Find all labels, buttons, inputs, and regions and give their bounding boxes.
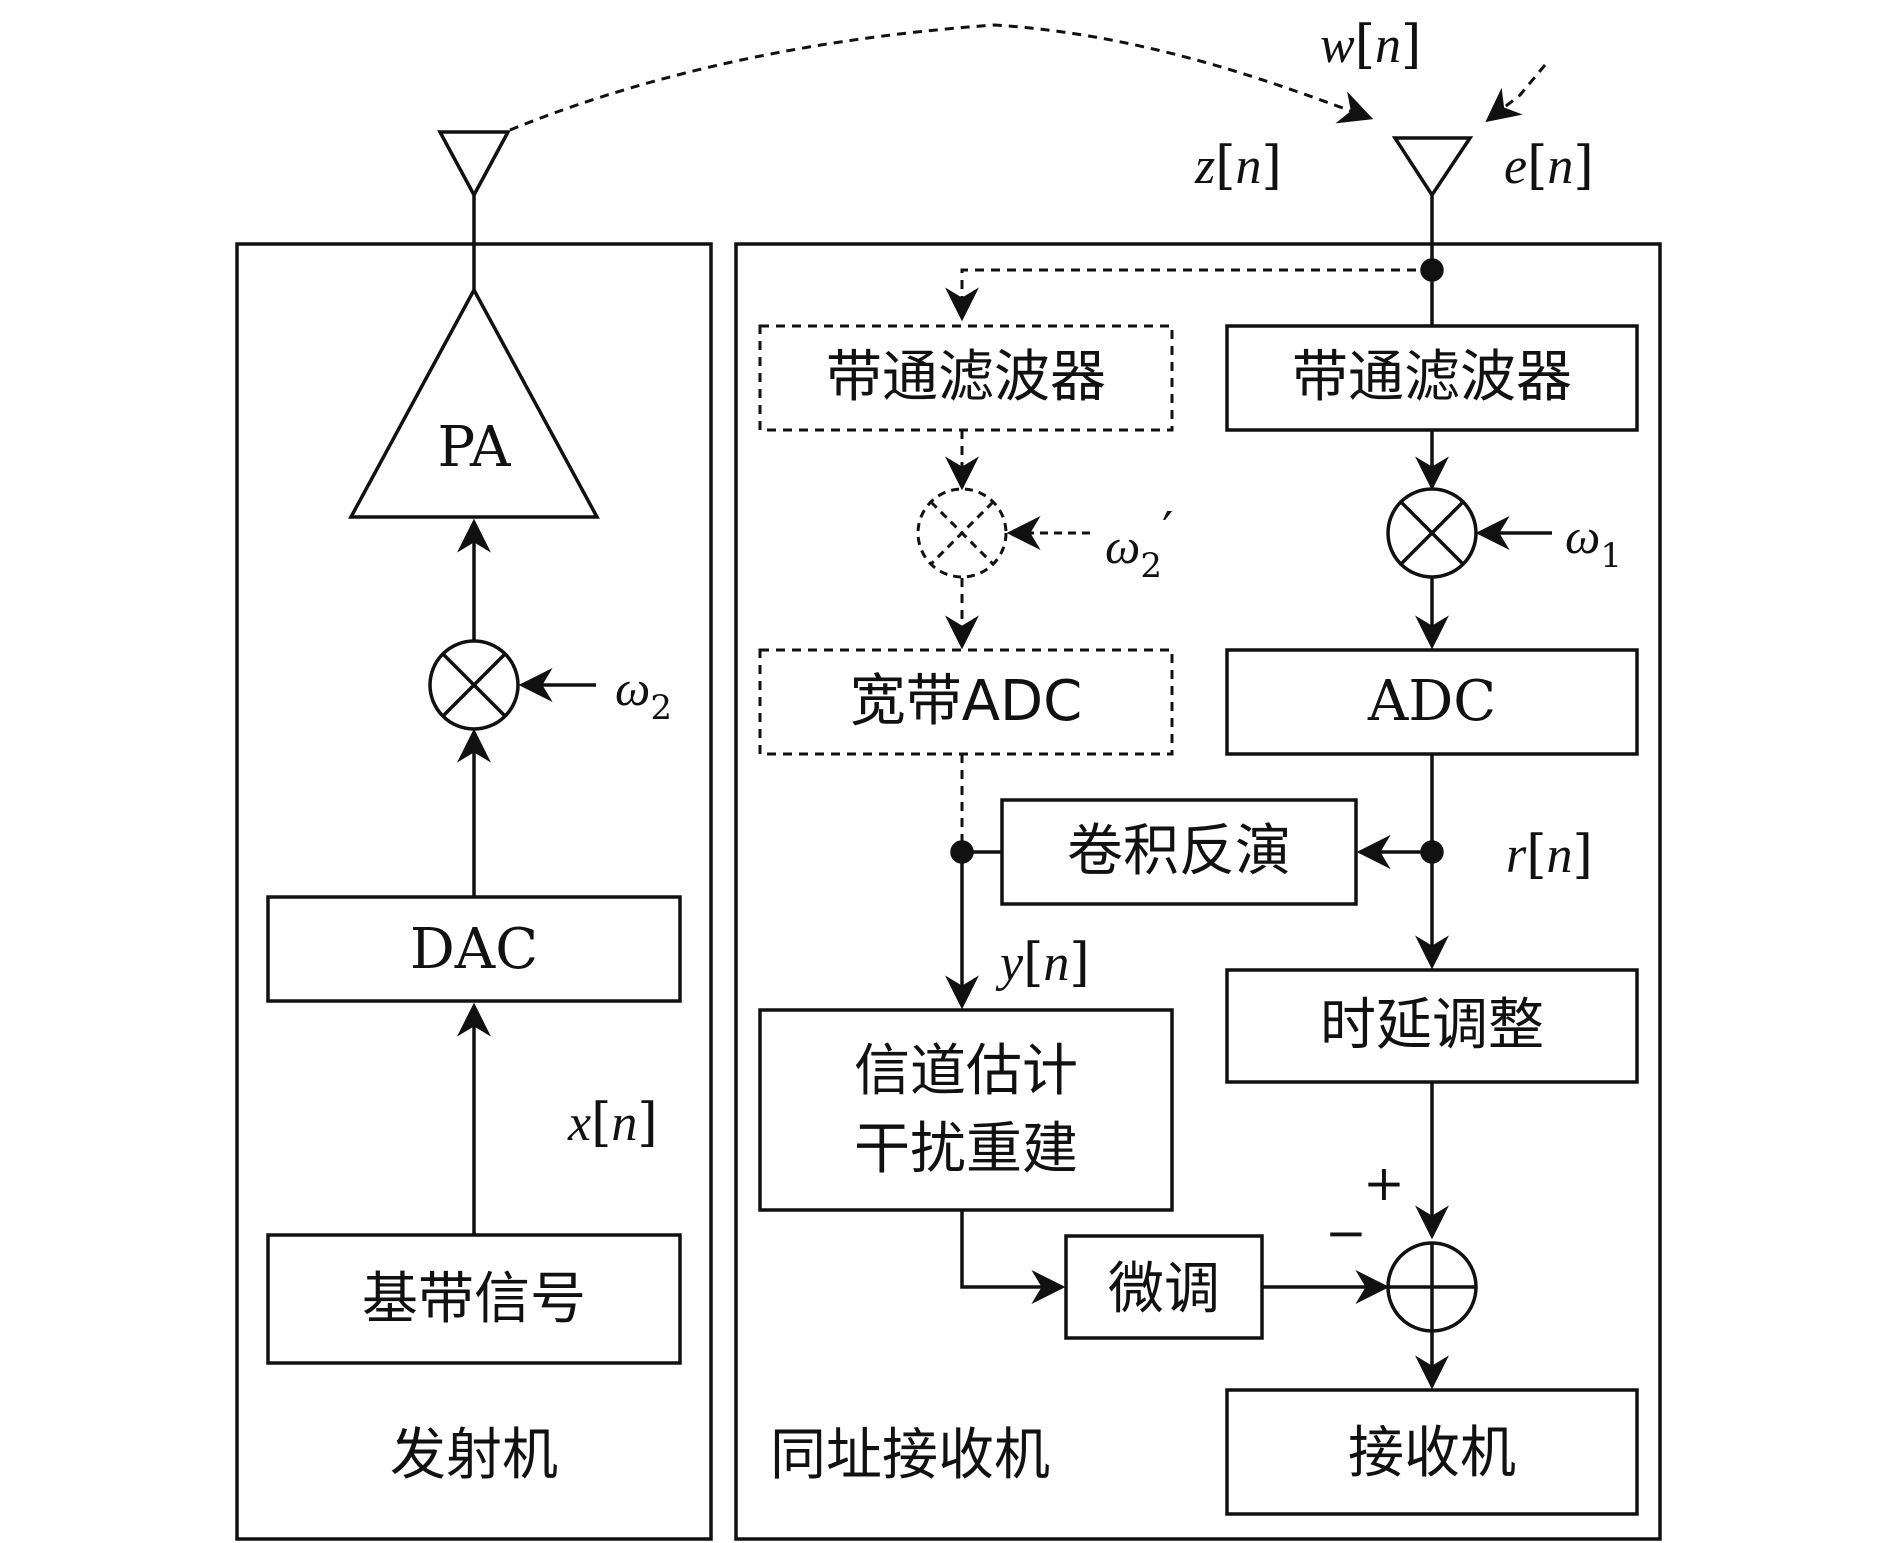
main-lo-label: ω1: [1565, 508, 1622, 576]
rx-antenna-icon: [1391, 136, 1474, 326]
arrow-estimation-to-finetune: [960, 1210, 1066, 1304]
aux-lo-label: ω2′: [1105, 501, 1173, 586]
dac-label: DAC: [410, 917, 538, 982]
tx-mixer-icon: [428, 639, 520, 731]
tx-antenna-icon: [437, 130, 511, 290]
adder-icon: [1386, 1241, 1478, 1333]
deconv-label: 卷积反演: [1067, 819, 1291, 884]
adder-minus-sign: −: [1325, 1204, 1367, 1262]
w-signal-label: w[n]: [1320, 15, 1421, 75]
estimation-label-line1: 信道估计: [854, 1039, 1078, 1104]
main-adc-label: ADC: [1367, 669, 1496, 734]
aux-bandpass-block: [758, 324, 1174, 432]
receiver-panel-label: 同址接收机: [770, 1423, 1050, 1488]
x-signal-label: x[n]: [567, 1093, 658, 1153]
adder-plus-sign: +: [1363, 1154, 1405, 1212]
receiver-label: 接收机: [1348, 1421, 1516, 1486]
finetune-label: 微调: [1108, 1257, 1220, 1322]
receiver-panel: [734, 242, 1662, 1541]
estimation-block: [758, 1008, 1174, 1212]
interference-arrow: [1485, 64, 1547, 123]
dac-block: [266, 895, 682, 1003]
delay-label: 时延调整: [1320, 993, 1544, 1058]
aux-branch-line: [945, 268, 1432, 322]
wireless-link: [509, 23, 1374, 132]
aux-bandpass-label: 带通滤波器: [826, 345, 1106, 410]
tx-lo-label: ω2: [615, 660, 672, 728]
z-signal-label: z[n]: [1194, 136, 1282, 196]
transmitter-panel-label: 发射机: [390, 1423, 558, 1488]
estimation-label-line2: 干扰重建: [854, 1117, 1078, 1182]
baseband-block: [266, 1233, 682, 1365]
pa-amplifier-icon: [348, 286, 600, 519]
baseband-label: 基带信号: [362, 1267, 586, 1332]
wideband-adc-block: [758, 648, 1174, 756]
y-signal-label: y[n]: [995, 933, 1090, 993]
e-signal-label: e[n]: [1504, 136, 1594, 196]
pa-label: PA: [438, 415, 512, 480]
wideband-adc-label: 宽带ADC: [850, 669, 1083, 734]
aux-mixer-icon: [916, 487, 1008, 579]
receiver-block: [1225, 1388, 1639, 1516]
main-mixer-icon: [1386, 487, 1478, 579]
r-signal-label: r[n]: [1506, 825, 1593, 885]
main-bandpass-label: 带通滤波器: [1292, 345, 1572, 410]
